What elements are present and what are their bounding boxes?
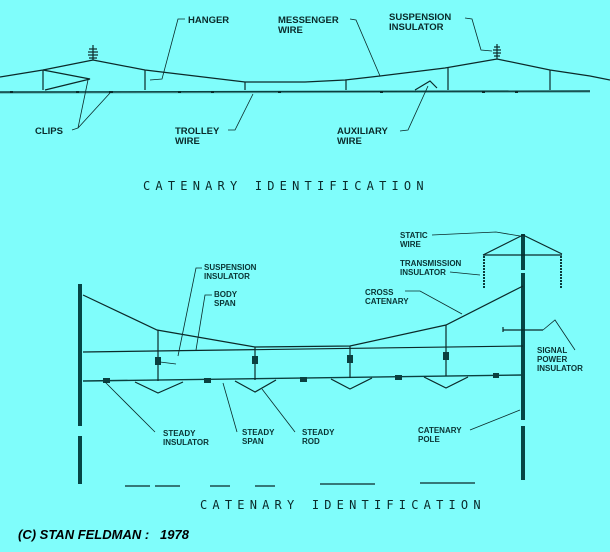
label-cross-catenary-1: CROSS (365, 288, 394, 297)
ground-track (125, 482, 475, 487)
suspension-leader (464, 17, 493, 52)
steady-rod-leader (261, 388, 296, 433)
label-steady-span-1: STEADY (242, 428, 275, 437)
label-suspension-insulator-1: SUSPENSION (389, 12, 451, 23)
suspension-insulator-icon (88, 45, 98, 60)
clips-leader-1 (71, 79, 89, 131)
label-messenger-wire-2: WIRE (278, 25, 303, 36)
top-diagram: HANGER MESSENGER WIRE SUSPENSION INSULAT… (0, 12, 610, 193)
label-steady-rod-1: STEADY (302, 428, 335, 437)
bottom-diagram: SUSPENSION INSULATOR BODY SPAN STATIC WI… (78, 231, 583, 512)
bottom-caption: CATENARY IDENTIFICATION (200, 498, 486, 512)
suspension-leader (177, 267, 202, 357)
hangers (42, 68, 551, 90)
label-steady-insulator-1: STEADY (163, 429, 196, 438)
steady-rods (134, 376, 469, 394)
catenary-pole-leader (469, 409, 521, 431)
droppers (157, 325, 447, 381)
body-span (82, 345, 524, 353)
label-trolley-wire-1: TROLLEY (175, 126, 220, 137)
label-steady-insulator-2: INSULATOR (163, 438, 209, 447)
hanger-leader (149, 18, 185, 81)
label-catenary-pole-2: POLE (418, 435, 440, 444)
label-trolley-wire-2: WIRE (175, 136, 200, 147)
label-suspension-insulator-1: SUSPENSION (204, 263, 257, 272)
messenger-leader (349, 18, 381, 77)
copyright-credit: (C) STAN FELDMAN : 1978 (18, 527, 190, 542)
transmission-insulator-icon (483, 256, 562, 288)
cross-catenary-leader (405, 290, 463, 315)
label-steady-span-2: SPAN (242, 437, 264, 446)
cross-catenary (82, 285, 524, 348)
auxiliary-wire-bump (414, 80, 438, 91)
transmission-leader (449, 271, 481, 276)
dropper-insulators (155, 352, 449, 365)
label-steady-rod-2: ROD (302, 437, 320, 446)
label-signal-power-insulator-2: POWER (537, 355, 567, 364)
label-static-wire-1: STATIC (400, 231, 428, 240)
static-wire-leader (431, 231, 521, 237)
signal-power-leader (542, 319, 576, 351)
steady-span-leader (222, 382, 238, 433)
registration-arm (42, 69, 91, 91)
clips (10, 91, 518, 93)
label-signal-power-insulator-1: SIGNAL (537, 346, 567, 355)
steady-insulators (103, 373, 499, 383)
label-messenger-wire-1: MESSENGER (278, 15, 339, 26)
static-wire (482, 234, 563, 256)
top-caption: CATENARY IDENTIFICATION (143, 179, 429, 193)
suspension-insulator-icon (493, 44, 501, 59)
label-transmission-insulator-2: INSULATOR (400, 268, 446, 277)
label-suspension-insulator-2: INSULATOR (204, 272, 250, 281)
label-suspension-insulator-2: INSULATOR (389, 22, 444, 33)
trolley-wire (0, 90, 591, 93)
steady-insulator-leader (104, 381, 156, 433)
label-clips: CLIPS (35, 126, 63, 137)
trolley-leader (228, 93, 254, 131)
label-auxiliary-wire-2: WIRE (337, 136, 362, 147)
label-hanger: HANGER (188, 15, 229, 26)
label-signal-power-insulator-3: INSULATOR (537, 364, 583, 373)
label-body-span-1: BODY (214, 290, 238, 299)
label-body-span-2: SPAN (214, 299, 236, 308)
label-auxiliary-wire-1: AUXILIARY (337, 126, 389, 137)
label-cross-catenary-2: CATENARY (365, 297, 409, 306)
body-span-leader (195, 294, 212, 351)
label-transmission-insulator-1: TRANSMISSION (400, 259, 462, 268)
auxiliary-leader (399, 85, 429, 132)
clips-leader-2 (77, 92, 111, 129)
label-catenary-pole-1: CATENARY (418, 426, 462, 435)
suspension-hook (159, 361, 177, 365)
label-static-wire-2: WIRE (400, 240, 422, 249)
auxiliary-wire-line (0, 91, 591, 94)
messenger-wire (0, 58, 610, 83)
